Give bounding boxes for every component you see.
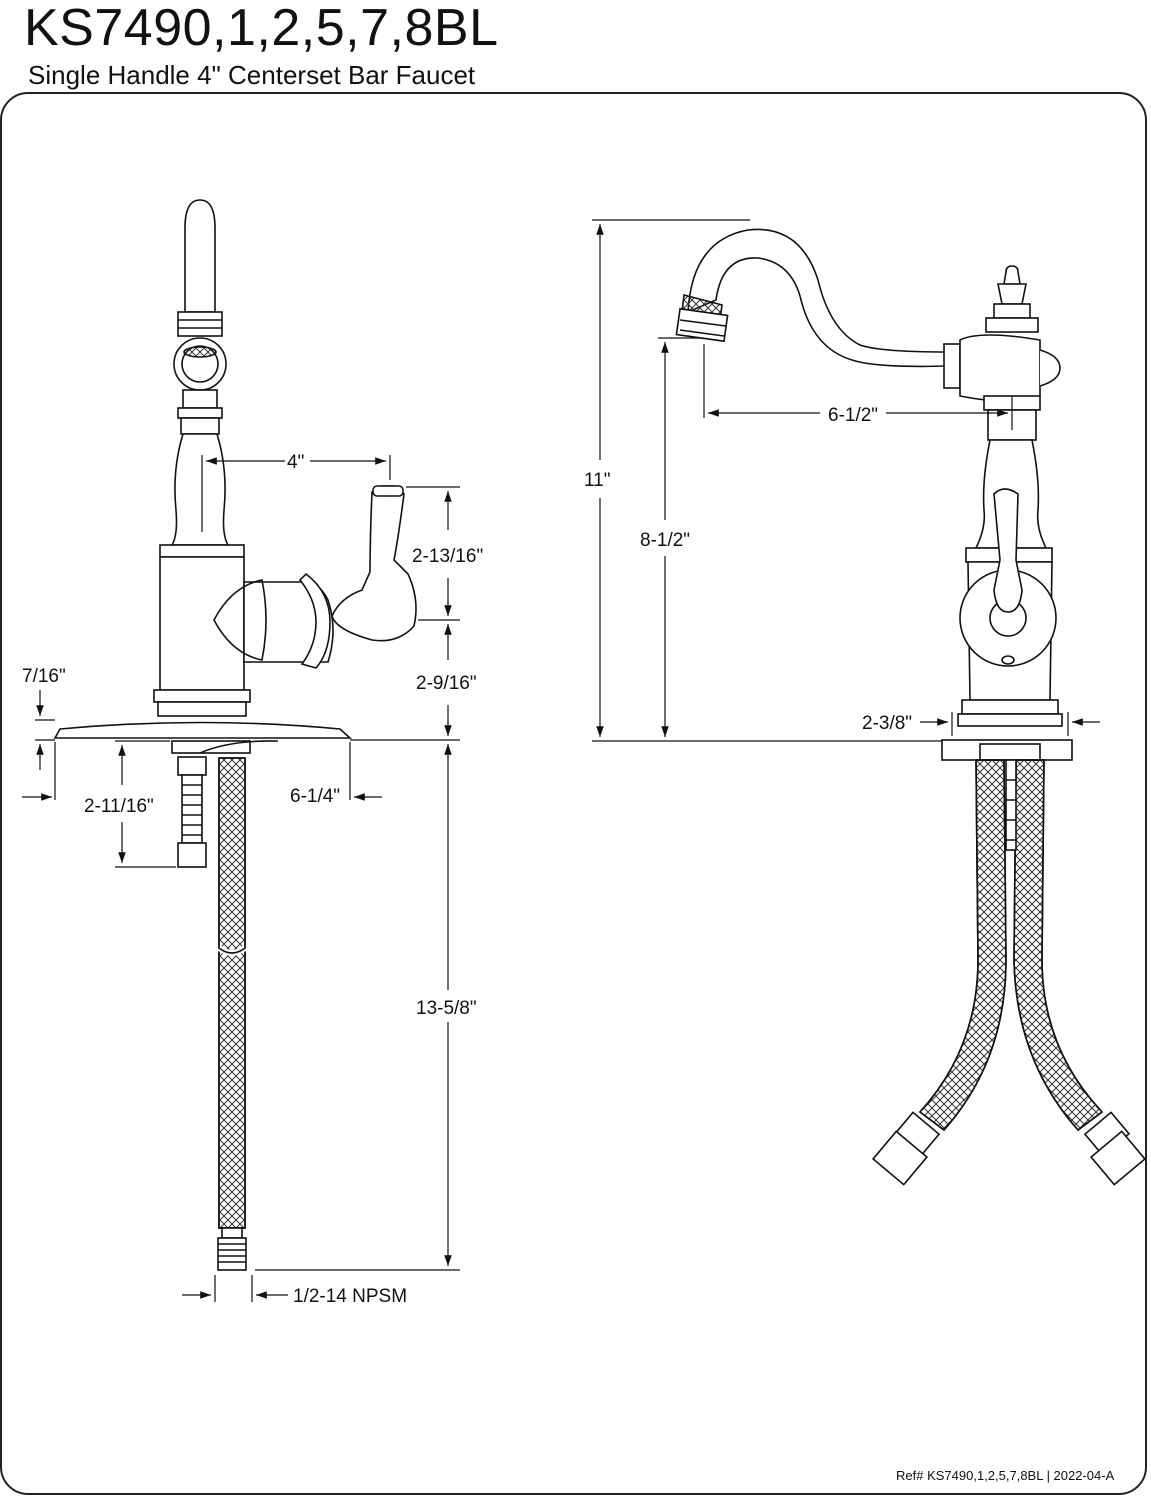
reference-note: Ref# KS7490,1,2,5,7,8BL | 2022-04-A <box>896 1468 1115 1483</box>
dim-base-diameter: 2-3/8" <box>862 713 912 734</box>
dim-spout-clearance: 8-1/2" <box>640 530 690 551</box>
product-subtitle: Single Handle 4" Centerset Bar Faucet <box>28 60 476 90</box>
side-view <box>675 228 1147 1186</box>
front-view <box>53 199 417 1271</box>
front-view-dimensions <box>22 455 460 1302</box>
drawing-frame <box>0 92 1147 1495</box>
dim-hose-length: 13-5/8" <box>416 998 477 1019</box>
dim-shank-length: 2-11/16" <box>84 796 154 817</box>
model-title: KS7490,1,2,5,7,8BL <box>24 0 499 57</box>
dim-plate-thickness: 7/16" <box>22 666 66 687</box>
dim-handle-height-upper: 2-13/16" <box>412 546 483 567</box>
front-view-labels: 4" 2-13/16" 2-9/16" 7/16" 2-11/16" 6-1/4… <box>22 452 483 1307</box>
dim-spout-reach: 6-1/2" <box>828 405 878 426</box>
dim-handle-spacing: 4" <box>287 452 304 473</box>
dim-hose-connector: 1/2-14 NPSM <box>293 1286 407 1307</box>
dim-deck-plate-width: 6-1/4" <box>290 786 340 807</box>
side-view-dimensions <box>592 219 1100 742</box>
dim-handle-height-lower: 2-9/16" <box>416 673 477 694</box>
side-view-labels: 11" 8-1/2" 6-1/2" 2-3/8" <box>584 405 912 734</box>
dim-overall-height: 11" <box>584 470 610 491</box>
